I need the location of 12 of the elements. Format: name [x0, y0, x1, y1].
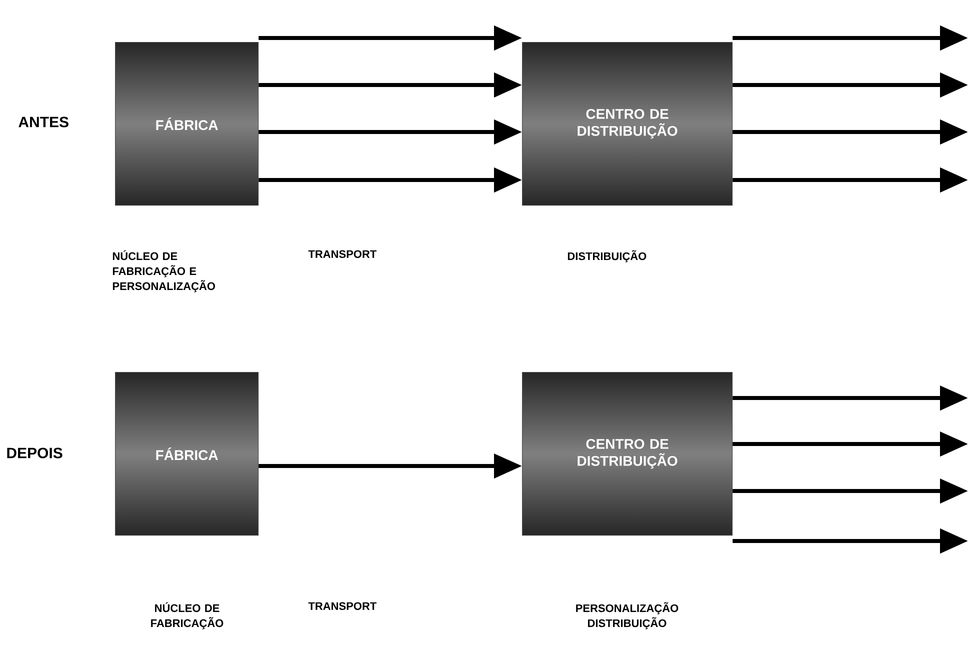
factory-box: FÁBRICA: [115, 42, 259, 206]
stage-label: PERSONALIZAÇÃO DISTRIBUIÇÃO: [576, 602, 678, 630]
distribution-box: CENTRO DE DISTRIBUIÇÃO: [522, 42, 733, 206]
stage-label: NÚCLEO DE FABRICAÇÃO: [151, 602, 224, 630]
factory-box: FÁBRICA: [115, 372, 259, 536]
stage-label: TRANSPORT: [308, 602, 377, 610]
stage-label: TRANSPORT: [308, 250, 377, 258]
distribution-box: CENTRO DE DISTRIBUIÇÃO: [522, 372, 733, 536]
row-label: DEPOIS: [7, 448, 62, 458]
row-label: ANTES: [18, 116, 68, 128]
stage-label: NÚCLEO DE FABRICAÇÃO E PERSONALIZAÇÃO: [112, 250, 216, 292]
stage-label: DISTRIBUIÇÃO: [568, 250, 646, 262]
